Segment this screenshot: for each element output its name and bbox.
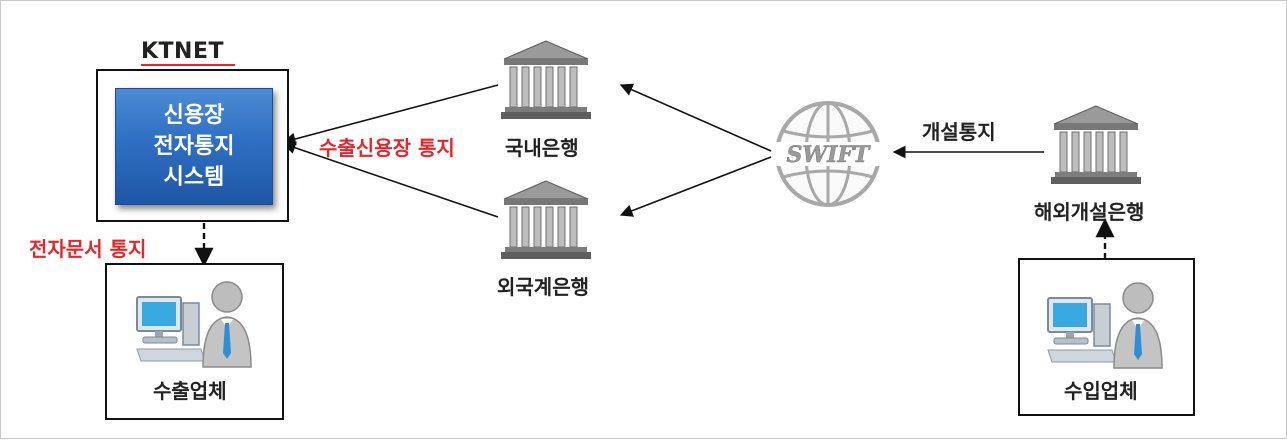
domestic-bank-label: 국내은행 [505, 136, 579, 160]
computer-user-icon [136, 281, 252, 368]
bank-icon [1051, 105, 1141, 184]
exporter-box: 수출업체 [105, 263, 284, 420]
bank-icon [501, 40, 591, 119]
lc-electronic-notice-system: 신용장 전자통지 시스템 [115, 88, 273, 205]
opening-notice-label: 개설통지 [922, 120, 996, 144]
ktnet-box: 신용장 전자통지 시스템 [96, 69, 289, 222]
ktnet-title-underline [141, 64, 235, 66]
lc-system-label-line-1: 신용장 [163, 103, 225, 128]
overseas-opening-bank-label: 해외개설은행 [1034, 200, 1145, 224]
swift-globe-icon: SWIFT [775, 101, 881, 207]
bank-icon [501, 180, 591, 259]
arrow-domestic-to-ktnet [282, 84, 499, 146]
importer-label: 수입업체 [1064, 379, 1138, 403]
electronic-doc-notice-label: 전자문서 통지 [29, 237, 147, 261]
computer-user-icon [1047, 282, 1163, 369]
exporter-label: 수출업체 [153, 379, 227, 403]
importer-box: 수입업체 [1018, 258, 1195, 416]
lc-system-label-line-2: 전자통지 [153, 134, 235, 159]
arrow-foreign-to-ktnet [282, 141, 499, 218]
arrow-swift-to-foreign [619, 156, 772, 217]
arrow-swift-to-domestic [619, 83, 772, 152]
swift-label: SWIFT [787, 142, 872, 168]
export-lc-notice-label: 수출신용장 통지 [319, 136, 455, 160]
ktnet-title: KTNET [141, 39, 225, 64]
foreign-bank-label: 외국계은행 [497, 275, 589, 299]
lc-system-label-line-3: 시스템 [163, 165, 225, 190]
